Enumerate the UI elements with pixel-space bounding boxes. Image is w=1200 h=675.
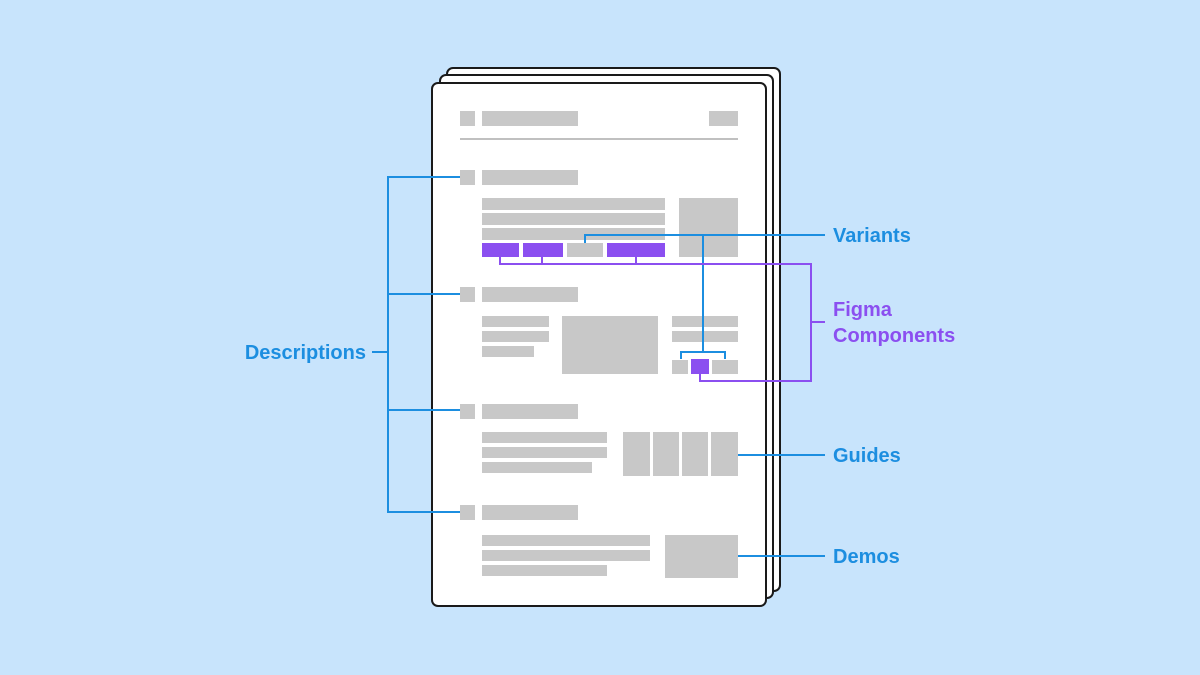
component-chip — [523, 243, 563, 257]
text-line — [482, 198, 665, 210]
text-line — [482, 213, 665, 225]
section-two — [460, 287, 738, 374]
variant-chip — [567, 243, 603, 257]
section-variants — [460, 170, 738, 257]
preview-block — [679, 198, 738, 257]
demo-block — [665, 535, 738, 578]
variants-connector — [584, 234, 825, 359]
text-line — [482, 550, 650, 561]
component-chip — [607, 243, 665, 257]
demos-label: Demos — [833, 546, 900, 568]
section-title-block — [482, 287, 578, 302]
section-icon-block — [460, 170, 475, 185]
section-icon-block — [460, 404, 475, 419]
section-title-block — [482, 170, 578, 185]
guide-column — [653, 432, 679, 476]
text-line — [482, 228, 665, 240]
guide-column — [682, 432, 708, 476]
descriptions-bracket — [372, 176, 460, 513]
page-header — [460, 111, 738, 126]
preview-block — [562, 316, 658, 374]
text-line — [482, 462, 592, 473]
guides-label: Guides — [833, 445, 901, 467]
component-chip — [482, 243, 519, 257]
figma-label-line2: Components — [833, 325, 955, 347]
section-demos — [460, 505, 738, 578]
text-line — [482, 447, 607, 458]
figma-components-connector — [499, 257, 825, 382]
text-line — [482, 331, 549, 342]
descriptions-label: Descriptions — [245, 342, 366, 364]
text-line — [482, 432, 607, 443]
text-line — [482, 535, 650, 546]
guide-column — [711, 432, 738, 476]
text-line — [482, 346, 534, 357]
figma-label-line1: Figma — [833, 299, 893, 321]
component-chip-small — [691, 359, 709, 374]
text-line — [672, 331, 738, 342]
text-line — [482, 565, 607, 576]
variants-label: Variants — [833, 225, 911, 247]
variant-chip — [672, 360, 688, 374]
section-title-block — [482, 404, 578, 419]
text-line — [672, 316, 738, 327]
variant-chip — [712, 360, 738, 374]
section-title-block — [482, 505, 578, 520]
header-action-block — [709, 111, 738, 126]
header-title-block — [482, 111, 578, 126]
section-icon-block — [460, 505, 475, 520]
section-icon-block — [460, 287, 475, 302]
text-line — [482, 316, 549, 327]
guide-column — [623, 432, 650, 476]
section-guides — [460, 404, 738, 476]
header-icon-block — [460, 111, 475, 126]
